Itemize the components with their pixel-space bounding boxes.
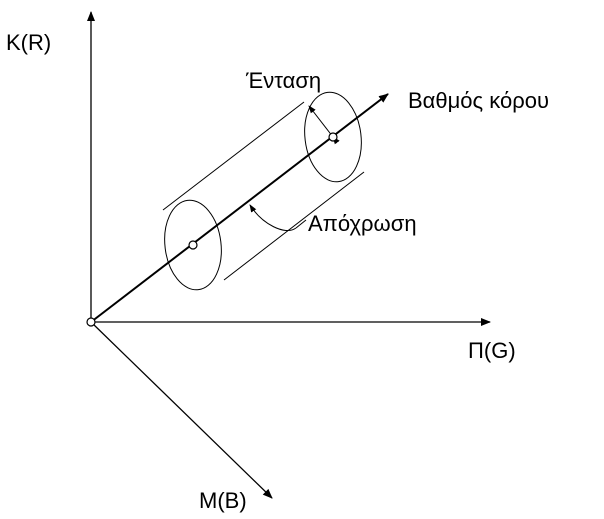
hue-leader-line [295,219,307,229]
cylinder-bottom-center-point [188,240,198,250]
hsi-cylinder [162,91,365,291]
cylinder-top-center-point [328,132,338,142]
hue-label: Απόχρωση [308,211,417,236]
intensity-arrow [308,105,340,145]
axis-b-label: M(B) [199,488,247,513]
cylinder-bottom-cap [164,199,222,291]
axis-r-label: K(R) [6,30,51,55]
cylinder-side-lower [223,171,365,281]
saturation-label: Βαθμός κόρου [408,88,549,113]
origin-point [86,317,96,327]
b-axis [90,321,273,499]
axis-g-label: Π(G) [468,338,516,363]
intensity-label: Ένταση [245,68,321,93]
saturation-axis [90,93,389,323]
hue-arrow [249,204,297,231]
cylinder-top-cap [304,91,362,183]
cylinder-side-upper [162,101,305,211]
